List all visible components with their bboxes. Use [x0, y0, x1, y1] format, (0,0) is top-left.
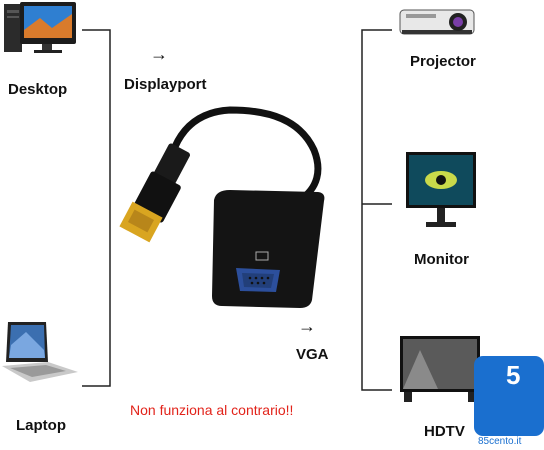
- displayport-arrow: →: [150, 44, 168, 64]
- brand-logo-digit: 5: [506, 360, 521, 390]
- vga-arrow: →: [298, 316, 316, 336]
- right-bracket: [361, 29, 392, 391]
- displayport-label: Displayport: [124, 76, 207, 93]
- left-bracket: [82, 29, 111, 387]
- brand-badge: [474, 356, 544, 436]
- brand-text: 85cento.it: [478, 436, 522, 447]
- vga-label: VGA: [296, 346, 329, 363]
- projector-icon: [399, 9, 475, 35]
- monitor-label: Monitor: [414, 251, 469, 268]
- vga-symbol-icon: [255, 251, 269, 261]
- displayport-to-vga-adapter: [119, 106, 325, 308]
- hdtv-icon: [400, 336, 480, 402]
- warning-note: Non funziona al contrario!!: [130, 402, 294, 418]
- laptop-label: Laptop: [16, 417, 66, 434]
- monitor-icon: [406, 152, 476, 227]
- desktop-computer-icon: [4, 2, 76, 53]
- projector-label: Projector: [410, 53, 476, 70]
- hdtv-label: HDTV: [424, 423, 465, 440]
- desktop-label: Desktop: [8, 81, 68, 98]
- laptop-icon: [2, 322, 78, 382]
- cable-strain-relief: [154, 143, 190, 185]
